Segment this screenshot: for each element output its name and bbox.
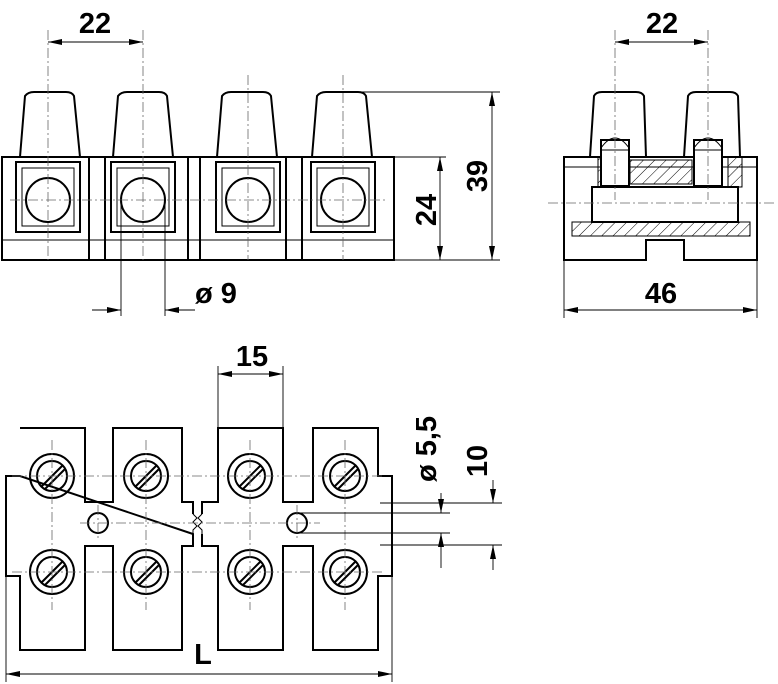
- side-width-dimension: 46: [563, 260, 758, 318]
- side-width-label: 46: [645, 278, 677, 310]
- side-pitch-label: 22: [646, 8, 678, 40]
- front-pitch-dimension: 22: [48, 8, 143, 45]
- front-pitch-label: 22: [79, 8, 111, 40]
- top-pitch-label: 15: [236, 341, 268, 373]
- top-pitch-dimension: 15: [217, 341, 284, 428]
- front-hole-label: ø 9: [195, 278, 237, 310]
- front-body-segments: [1, 156, 395, 261]
- top-length-dimension: L: [5, 576, 393, 682]
- side-view: 22 46: [548, 8, 775, 318]
- top-screws: [29, 453, 368, 595]
- side-pitch-dimension: 22: [615, 8, 708, 45]
- top-spacing-dimension: 10: [380, 445, 502, 570]
- top-centerlines: [12, 440, 385, 610]
- top-length-label: L: [194, 639, 212, 671]
- top-screw-label: ø 5,5: [411, 416, 443, 482]
- front-height-total-label: 39: [462, 160, 494, 192]
- front-height-total-dimension: 39: [360, 91, 500, 261]
- front-centerlines: [10, 30, 385, 260]
- top-spacing-label: 10: [462, 445, 494, 477]
- front-height-body-label: 24: [411, 194, 443, 226]
- front-view: 22 39 24 ø 9: [1, 8, 500, 316]
- front-height-body-dimension: 24: [380, 156, 446, 260]
- top-screw-dimension: ø 5,5: [300, 416, 450, 568]
- top-view: 15 ø 5,5 10 L: [5, 341, 502, 682]
- front-hole-dimension: ø 9: [92, 200, 237, 316]
- front-sleeves: [18, 91, 374, 158]
